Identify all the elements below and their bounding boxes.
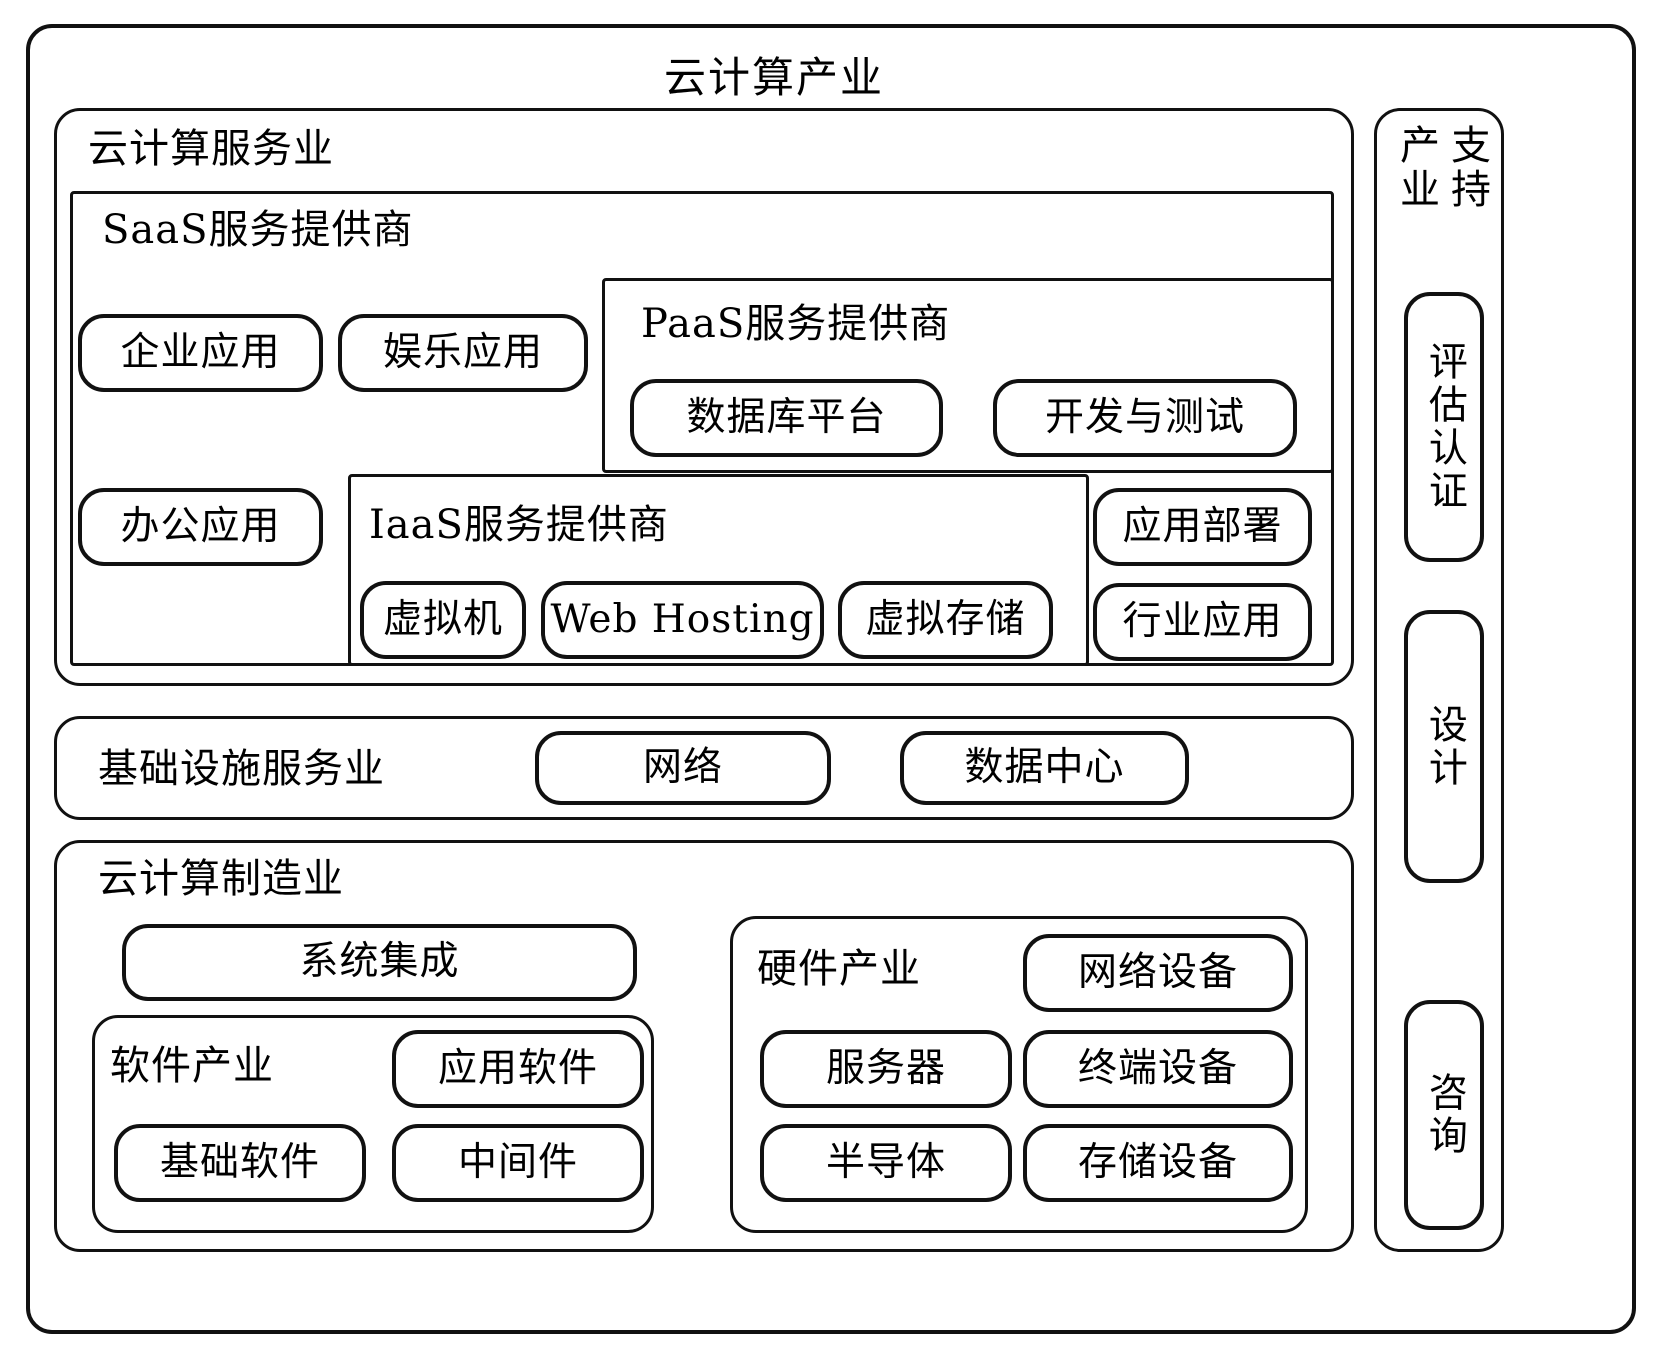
leaf-basic-software[interactable]: 基础软件 (114, 1124, 366, 1202)
section-cloud-manufacturing-industry-label: 云计算制造业 (98, 856, 344, 902)
leaf-design[interactable]: 设计 (1404, 610, 1484, 883)
page-title: 云计算产业 (664, 53, 885, 102)
leaf-application-software[interactable]: 应用软件 (392, 1030, 644, 1108)
group-hardware-industry-label: 硬件产业 (757, 946, 921, 992)
group-iaas-provider-label: IaaS服务提供商 (369, 502, 669, 548)
section-support-industry-label-line1: 支持 (1444, 124, 1490, 212)
group-saas-provider-label: SaaS服务提供商 (102, 207, 414, 253)
leaf-office-application[interactable]: 办公应用 (78, 488, 323, 566)
leaf-terminal-equipment[interactable]: 终端设备 (1023, 1030, 1293, 1108)
leaf-consulting-label: 咨询 (1422, 1072, 1468, 1158)
leaf-industry-application[interactable]: 行业应用 (1093, 583, 1312, 661)
section-infrastructure-service-industry-label: 基础设施服务业 (98, 746, 385, 792)
leaf-application-deployment[interactable]: 应用部署 (1093, 488, 1312, 566)
leaf-network-equipment[interactable]: 网络设备 (1023, 934, 1293, 1012)
section-support-industry-label-line2: 产业 (1393, 124, 1439, 212)
leaf-system-integration[interactable]: 系统集成 (122, 924, 637, 1001)
leaf-enterprise-application[interactable]: 企业应用 (78, 314, 323, 392)
leaf-semiconductor[interactable]: 半导体 (760, 1124, 1012, 1202)
leaf-storage-equipment[interactable]: 存储设备 (1023, 1124, 1293, 1202)
leaf-middleware[interactable]: 中间件 (392, 1124, 644, 1202)
section-cloud-service-industry-label: 云计算服务业 (88, 126, 334, 172)
leaf-assessment-certification[interactable]: 评估认证 (1404, 292, 1484, 562)
leaf-server[interactable]: 服务器 (760, 1030, 1012, 1108)
leaf-design-label: 设计 (1422, 703, 1468, 790)
leaf-assessment-certification-label: 评估认证 (1422, 341, 1468, 513)
leaf-virtual-machine[interactable]: 虚拟机 (360, 581, 526, 659)
leaf-virtual-storage[interactable]: 虚拟存储 (838, 581, 1053, 659)
leaf-entertainment-application[interactable]: 娱乐应用 (338, 314, 588, 392)
leaf-data-center[interactable]: 数据中心 (900, 731, 1189, 805)
leaf-development-and-testing[interactable]: 开发与测试 (993, 379, 1297, 457)
leaf-web-hosting[interactable]: Web Hosting (541, 581, 824, 659)
leaf-network[interactable]: 网络 (535, 731, 831, 805)
group-software-industry-label: 软件产业 (110, 1043, 274, 1089)
leaf-consulting[interactable]: 咨询 (1404, 1000, 1484, 1230)
leaf-database-platform[interactable]: 数据库平台 (630, 379, 943, 457)
group-paas-provider-label: PaaS服务提供商 (641, 301, 951, 347)
